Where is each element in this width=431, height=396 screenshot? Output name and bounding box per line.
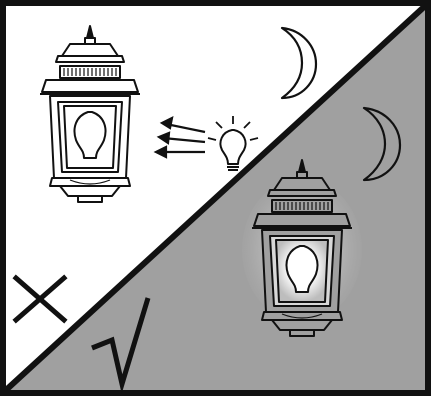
- right-mark-icon: [91, 297, 151, 394]
- moon-icon-night: [362, 106, 402, 182]
- diagonal-divider: [3, 3, 428, 393]
- moon-icon-day: [280, 26, 318, 100]
- light-bulb-icon: [207, 116, 259, 171]
- wrong-mark-icon: [12, 274, 68, 324]
- light-rays-arrows: [153, 116, 206, 159]
- lantern-unlit-icon: [40, 25, 140, 203]
- lantern-lit-icon: [252, 159, 352, 337]
